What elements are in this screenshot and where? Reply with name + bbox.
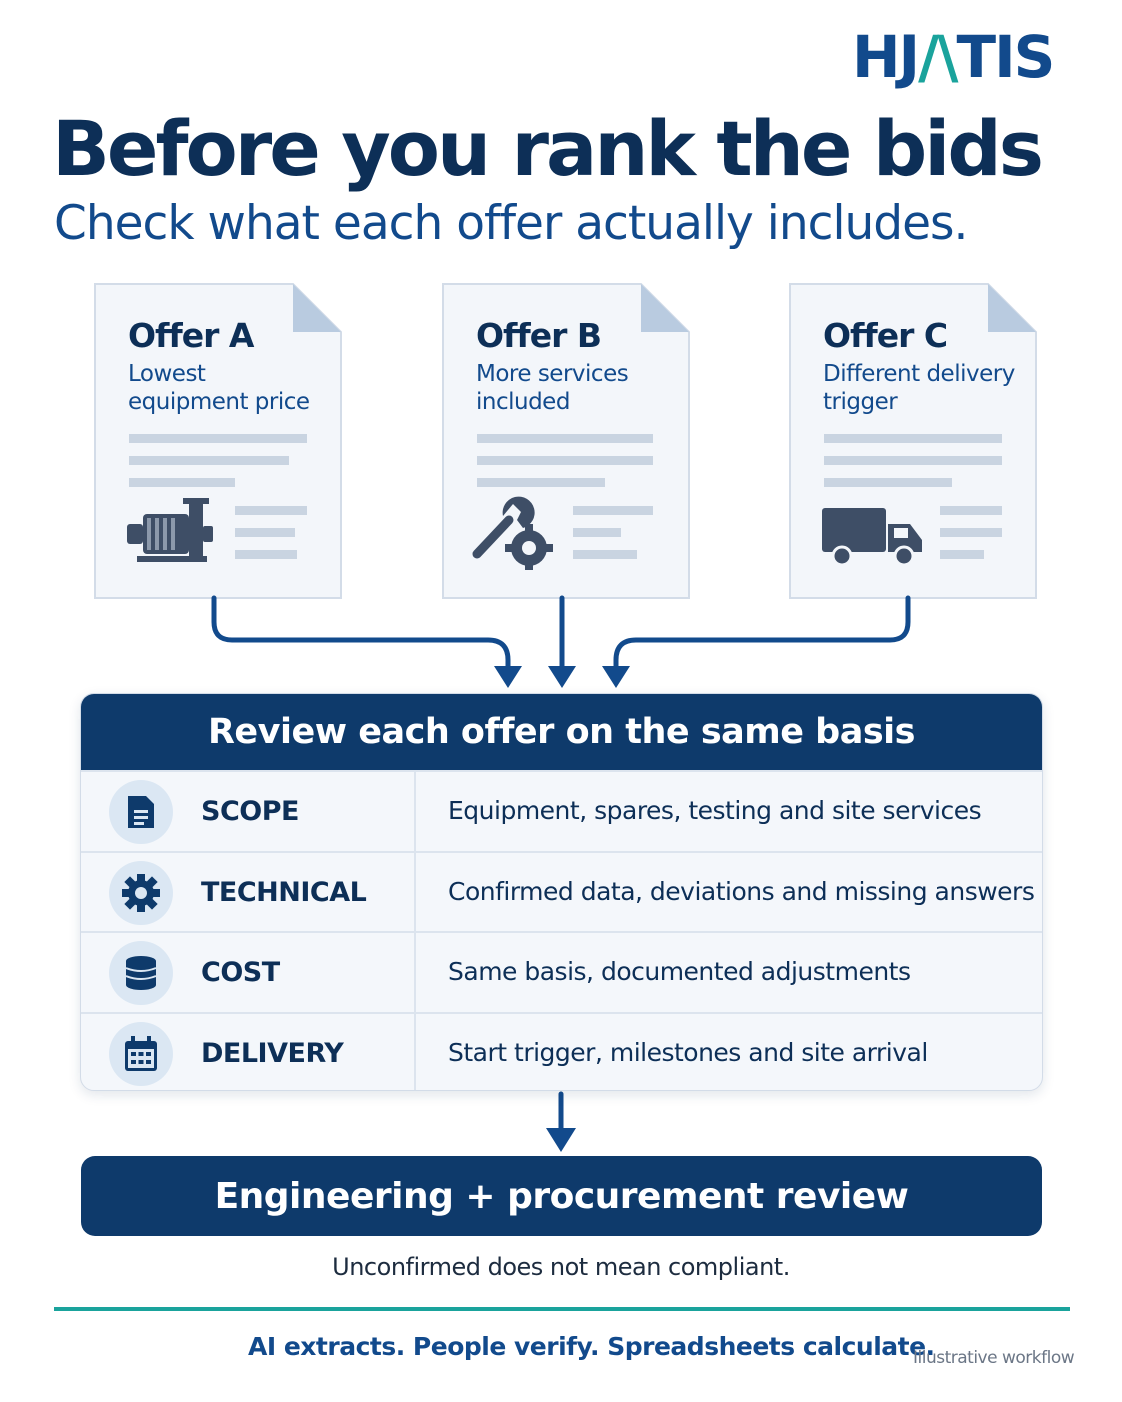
wrench-gear-icon [472, 496, 553, 570]
review-row-delivery: DELIVERY Start trigger, milestones and s… [81, 1011, 1042, 1090]
footer-tagline: AI extracts. People verify. Spreadsheets… [248, 1332, 935, 1361]
row-label: TECHNICAL [201, 876, 367, 908]
arrow-from-offer-c [613, 595, 911, 683]
arrow-from-offer-a [211, 595, 511, 683]
row-description: Start trigger, milestones and site arriv… [448, 1037, 928, 1067]
footer-divider [54, 1307, 1070, 1311]
offer-description: Different delivery trigger [823, 361, 1015, 415]
calendar-icon [109, 1021, 173, 1086]
row-label: DELIVERY [201, 1037, 344, 1069]
footer-caption: Illustrative workflow [913, 1348, 1075, 1368]
offer-card-b: Offer B More services included [441, 282, 691, 600]
gear-icon [109, 860, 173, 925]
offer-card-a: Offer A Lowest equipment price [93, 282, 343, 600]
coin-stack-icon [109, 941, 173, 1005]
row-label: SCOPE [201, 796, 299, 827]
logo-text-right: TIS [956, 23, 1056, 91]
offer-description: More services included [476, 361, 629, 415]
pump-icon [127, 498, 213, 562]
brand-logo: HJ/\TIS [852, 23, 1056, 91]
final-review-box: Engineering + procurement review [81, 1156, 1042, 1236]
row-description: Confirmed data, deviations and missing a… [448, 876, 1035, 906]
compliance-note: Unconfirmed does not mean compliant. [332, 1253, 790, 1281]
offer-card-c: Offer C Different delivery trigger [788, 282, 1038, 600]
review-header: Review each offer on the same basis [81, 694, 1042, 770]
review-row-technical: TECHNICAL Confirmed data, deviations and… [81, 850, 1042, 931]
review-panel: Review each offer on the same basis SCOP… [80, 693, 1043, 1091]
offer-title: Offer B [476, 316, 602, 355]
logo-text-accent: /\ [918, 23, 958, 91]
logo-text-left: HJ [852, 23, 920, 91]
review-row-cost: COST Same basis, documented adjustments [81, 931, 1042, 1012]
document-icon [109, 780, 173, 844]
review-row-scope: SCOPE Equipment, spares, testing and sit… [81, 770, 1042, 851]
offer-title: Offer A [128, 316, 254, 355]
page-subtitle: Check what each offer actually includes. [54, 196, 968, 251]
truck-icon [822, 508, 922, 567]
row-label: COST [201, 957, 280, 988]
row-description: Equipment, spares, testing and site serv… [448, 796, 982, 825]
offer-title: Offer C [823, 316, 948, 355]
row-description: Same basis, documented adjustments [448, 957, 911, 986]
offer-description: Lowest equipment price [128, 361, 310, 415]
page-title: Before you rank the bids [52, 104, 1044, 193]
